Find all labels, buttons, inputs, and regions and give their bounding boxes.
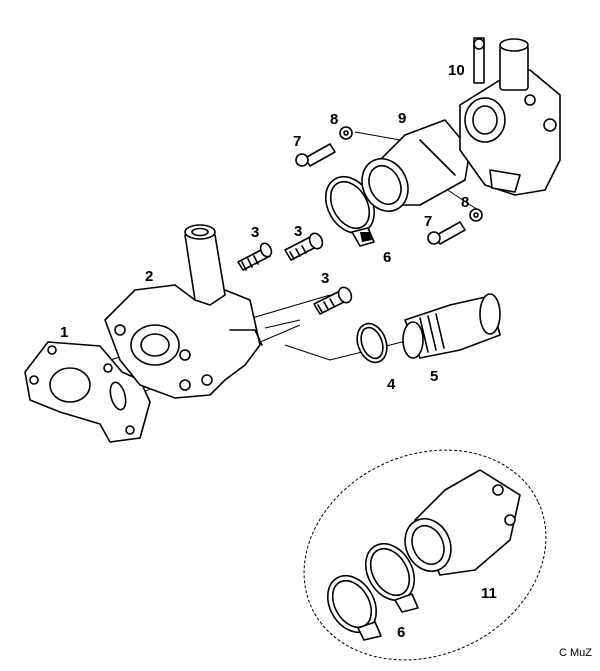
- carburetor-part-10: [459, 37, 561, 196]
- callout-5: 5: [430, 368, 438, 385]
- hose-clamp-part-6-lower-b: [326, 574, 382, 641]
- callout-8-upper: 8: [330, 111, 338, 128]
- callout-7-upper: 7: [293, 133, 301, 150]
- bolt-part-3-lower: [313, 286, 353, 315]
- callout-8-lower: 8: [461, 194, 469, 211]
- intake-manifold-part-2: [104, 224, 263, 399]
- callout-7-lower: 7: [424, 213, 432, 230]
- screw-part-7-upper: [295, 143, 336, 167]
- callout-6-upper: 6: [383, 249, 391, 266]
- callout-9: 9: [398, 110, 406, 127]
- washer-part-8-upper: [339, 126, 353, 140]
- intake-adapter-part-9: [361, 119, 471, 212]
- callout-6-lower: 6: [397, 624, 405, 641]
- washer-part-8-lower: [469, 208, 483, 222]
- callout-3-lower: 3: [321, 270, 329, 287]
- alternative-kit-boundary: [303, 449, 547, 661]
- screw-part-7-lower: [427, 221, 466, 245]
- callout-labels: 1 2 3 3 3 4 5 6 6 7 7 8 8 9 10 11: [60, 62, 497, 641]
- callout-2: 2: [145, 268, 153, 285]
- hose-clamp-part-6-upper: [324, 175, 376, 247]
- callout-3-middle: 3: [294, 223, 302, 240]
- flange-gasket-part-1: [24, 341, 151, 443]
- threaded-nipple-part-5: [402, 293, 501, 359]
- callout-3-upper: 3: [251, 224, 259, 241]
- callout-1: 1: [60, 324, 68, 341]
- callout-11: 11: [481, 585, 497, 602]
- callout-10: 10: [448, 62, 465, 79]
- copyright-mark: C MuZ: [559, 647, 592, 659]
- o-ring-part-4: [356, 322, 388, 364]
- intake-adapter-part-11: [404, 469, 521, 576]
- bolt-part-3-upper: [237, 242, 273, 271]
- hose-clamp-part-6-lower-a: [364, 542, 419, 613]
- bolt-part-3-middle: [284, 232, 324, 261]
- callout-4: 4: [387, 376, 396, 393]
